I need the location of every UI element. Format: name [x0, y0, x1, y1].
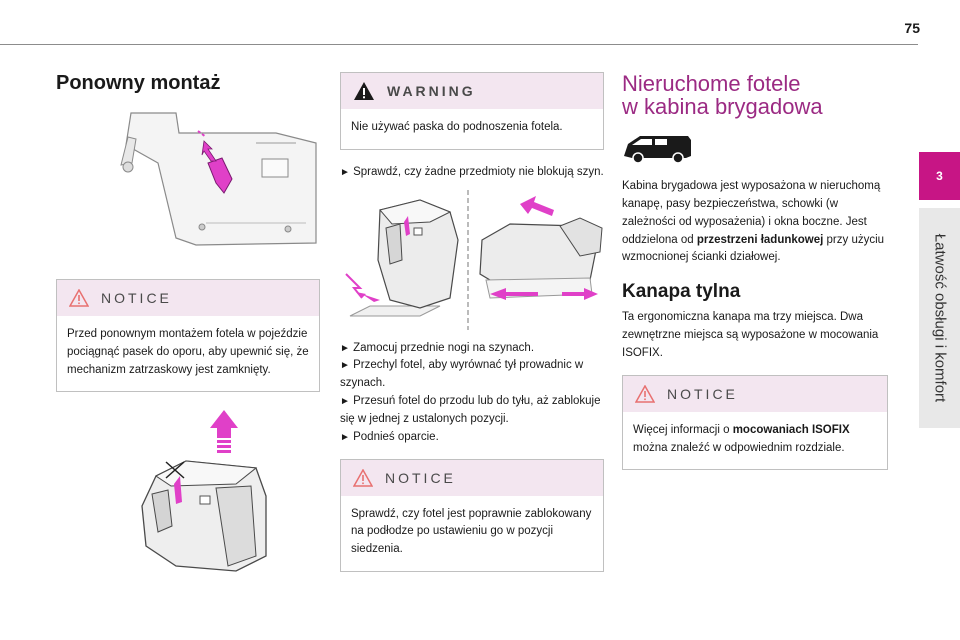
notice-triangle-icon — [635, 384, 655, 403]
step-check-rails: ► Sprawdź, czy żadne przedmioty nie blok… — [340, 164, 604, 182]
notice-box-middle: NOTICE Sprawdź, czy fotel jest poprawnie… — [340, 458, 604, 572]
right-triangle-icon: ► — [340, 342, 350, 354]
notice-header: NOTICE — [57, 280, 319, 316]
left-column: Ponowny montaż NOTICE Przed ponownym mon… — [56, 60, 320, 576]
top-rule — [0, 44, 918, 45]
right-triangle-icon: ► — [340, 166, 350, 178]
notice-text: Przed ponownym montażem fotela w pojeźdz… — [67, 328, 309, 376]
subsection-title-rear-bench: Kanapa tylna — [622, 281, 741, 303]
middle-column: WARNING Nie używać paska do podnoszenia … — [340, 60, 604, 572]
step-item: ► Przesuń fotel do przodu lub do tyłu, a… — [340, 395, 601, 425]
warning-triangle-icon — [354, 82, 374, 100]
step-item: ► Zamocuj przednie nogi na szynach. — [340, 341, 535, 354]
warning-box: WARNING Nie używać paska do podnoszenia … — [340, 72, 604, 150]
notice-text: Więcej informacji o mocowaniach ISOFIX m… — [633, 423, 850, 454]
section-title-fixed-seats: Nieruchome fotele w kabina brygadowa — [622, 71, 823, 120]
chapter-side-strip — [919, 208, 960, 428]
right-triangle-icon: ► — [340, 360, 350, 372]
warning-header: WARNING — [341, 73, 603, 109]
page-number: 75 — [904, 20, 920, 36]
seat-rail-illustration — [340, 189, 604, 330]
chapter-tab[interactable]: 3 — [919, 152, 960, 200]
notice-triangle-icon — [353, 468, 373, 487]
notice-header: NOTICE — [341, 459, 603, 496]
notice-label: NOTICE — [667, 385, 738, 402]
notice-label: NOTICE — [101, 290, 172, 306]
right-column: Nieruchome fotele w kabina brygadowa Kab… — [622, 60, 888, 471]
notice-text: Sprawdź, czy fotel jest poprawnie zablok… — [351, 507, 592, 556]
notice-header: NOTICE — [623, 375, 887, 412]
seat-strap-illustration — [56, 103, 320, 253]
notice-label: NOTICE — [385, 469, 456, 486]
right-triangle-icon: ► — [340, 431, 350, 443]
right-triangle-icon: ► — [340, 396, 350, 408]
warning-label: WARNING — [387, 83, 476, 99]
warning-text: Nie używać paska do podnoszenia fotela. — [351, 121, 563, 133]
van-icon — [622, 132, 888, 166]
notice-box-right: NOTICE Więcej informacji o mocowaniach I… — [622, 374, 888, 471]
crew-cab-intro: Kabina brygadowa jest wyposażona w nieru… — [622, 180, 885, 264]
notice-triangle-icon — [69, 289, 89, 307]
section-title-reassembly: Ponowny montaż — [56, 72, 221, 94]
rear-bench-text: Ta ergonomiczna kanapa ma trzy miejsca. … — [622, 311, 879, 359]
step-item: ► Przechyl fotel, aby wyrównać tył prowa… — [340, 359, 584, 390]
chapter-title: Łatwość obsługi i komfort — [931, 233, 949, 403]
step-item: ► Podnieś oparcie. — [340, 430, 439, 443]
seat-lift-illustration — [116, 406, 320, 576]
notice-box-left: NOTICE Przed ponownym montażem fotela w … — [56, 279, 320, 393]
step-check-text: Sprawdź, czy żadne przedmioty nie blokuj… — [353, 165, 604, 178]
steps-list: ► Zamocuj przednie nogi na szynach. ► Pr… — [340, 340, 604, 447]
